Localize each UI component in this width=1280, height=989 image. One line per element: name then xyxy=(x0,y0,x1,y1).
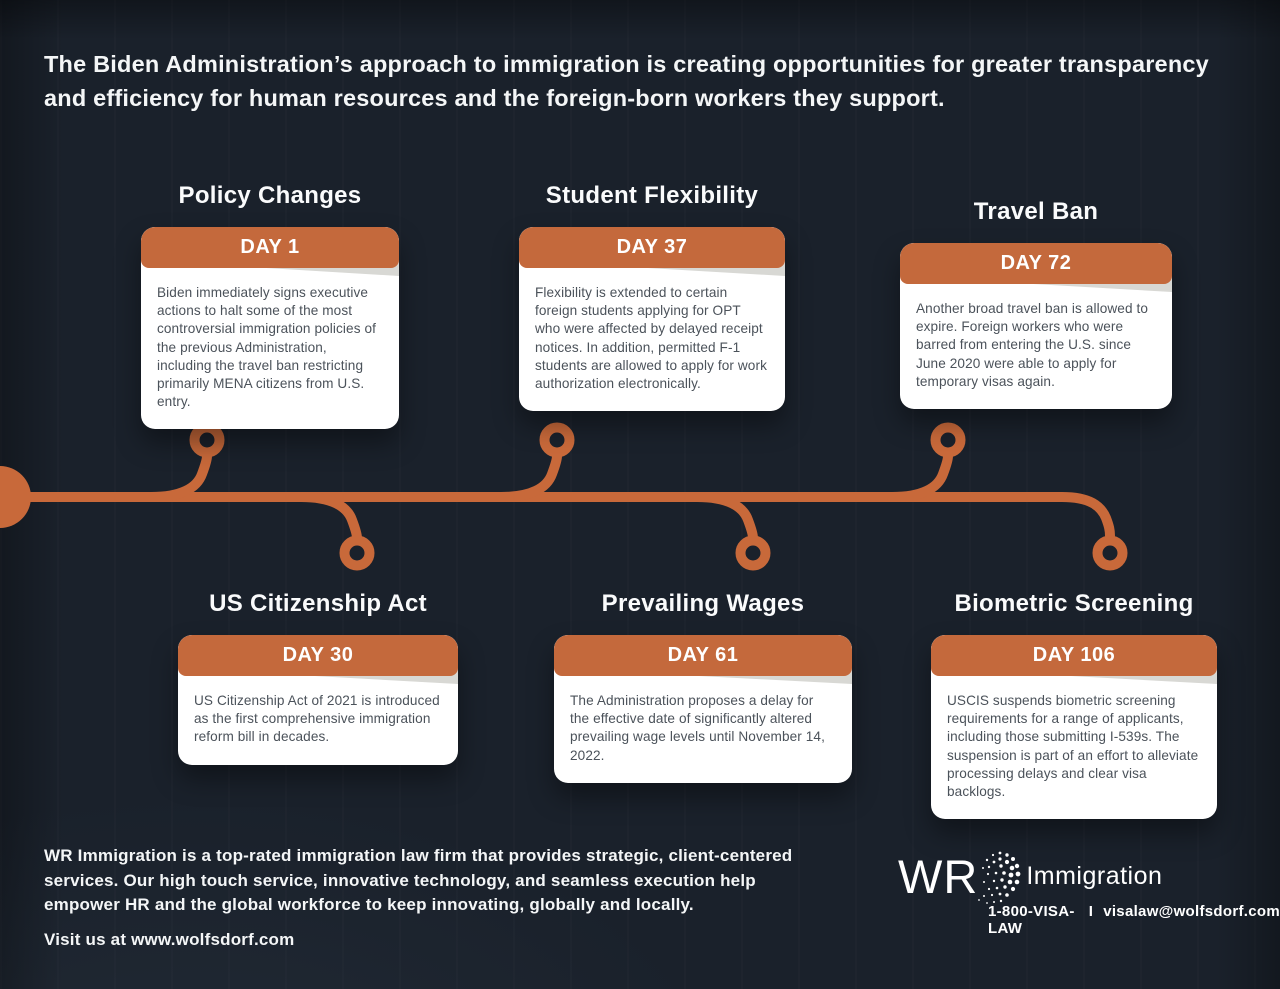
timeline-node-ring xyxy=(339,535,375,571)
event-column-policy-changes: Policy Changes DAY 1 Biden immediately s… xyxy=(128,182,412,430)
event-body: Another broad travel ban is allowed to e… xyxy=(916,301,1149,389)
timeline-node-ring xyxy=(189,422,225,458)
event-title: Policy Changes xyxy=(178,182,362,209)
event-body: US Citizenship Act of 2021 is introduced… xyxy=(194,693,440,745)
event-column-student-flexibility: Student Flexibility DAY 37 Flexibility i… xyxy=(510,182,794,412)
event-column-biometric-screening: Biometric Screening DAY 106 USCIS suspen… xyxy=(924,590,1224,820)
event-body: The Administration proposes a delay for … xyxy=(570,693,825,763)
logo-wordmark: WR xyxy=(898,849,979,903)
phone-number: 1-800-VISA-LAW xyxy=(988,903,1075,937)
event-title: Biometric Screening xyxy=(954,590,1194,617)
wr-immigration-logo: WR Immigration 1-800-VISA-LAW I xyxy=(898,845,1280,937)
event-card: DAY 1 Biden immediately signs executive … xyxy=(141,227,399,430)
footer-website-text: Visit us at www.wolfsdorf.com xyxy=(44,930,295,949)
event-title: US Citizenship Act xyxy=(209,590,427,617)
event-day-badge: DAY 106 xyxy=(931,635,1217,676)
event-body: Flexibility is extended to certain forei… xyxy=(535,285,767,392)
timeline-node-ring xyxy=(930,422,966,458)
event-column-us-citizenship-act: US Citizenship Act DAY 30 US Citizenship… xyxy=(168,591,468,765)
logo-brand-text: Immigration xyxy=(1026,861,1163,890)
timeline-graphic xyxy=(0,422,1128,571)
event-card: DAY 61 The Administration proposes a del… xyxy=(554,635,852,783)
event-body: USCIS suspends biometric screening requi… xyxy=(947,693,1199,800)
event-column-prevailing-wages: Prevailing Wages DAY 61 The Administrati… xyxy=(553,591,853,783)
event-card: DAY 72 Another broad travel ban is allow… xyxy=(900,243,1172,410)
event-body: Biden immediately signs executive action… xyxy=(157,285,377,410)
event-card: DAY 30 US Citizenship Act of 2021 is int… xyxy=(178,635,458,765)
event-card: DAY 106 USCIS suspends biometric screeni… xyxy=(931,635,1217,820)
event-column-travel-ban: Travel Ban DAY 72 Another broad travel b… xyxy=(894,198,1178,410)
contact-separator: I xyxy=(1088,903,1094,920)
event-day-badge: DAY 30 xyxy=(178,635,458,676)
footer-about-text: WR Immigration is a top-rated immigratio… xyxy=(44,846,793,915)
timeline-node-ring xyxy=(539,422,575,458)
event-title: Travel Ban xyxy=(973,198,1099,225)
event-day-badge: DAY 72 xyxy=(900,243,1172,284)
intro-text: The Biden Administration’s approach to i… xyxy=(44,51,1209,111)
timeline-node-ring xyxy=(735,535,771,571)
logo-contact-line: 1-800-VISA-LAW I visalaw@wolfsdorf.com xyxy=(988,903,1280,937)
timeline-node-ring xyxy=(1092,535,1128,571)
event-day-badge: DAY 37 xyxy=(519,227,785,268)
event-day-badge: DAY 61 xyxy=(554,635,852,676)
event-card: DAY 37 Flexibility is extended to certai… xyxy=(519,227,785,412)
email-address: visalaw@wolfsdorf.com xyxy=(1103,903,1280,920)
event-title: Prevailing Wages xyxy=(601,590,805,617)
event-title: Student Flexibility xyxy=(545,182,759,209)
dotted-globe-icon xyxy=(978,851,1021,904)
event-day-badge: DAY 1 xyxy=(141,227,399,268)
timeline-start-cap xyxy=(0,466,31,528)
